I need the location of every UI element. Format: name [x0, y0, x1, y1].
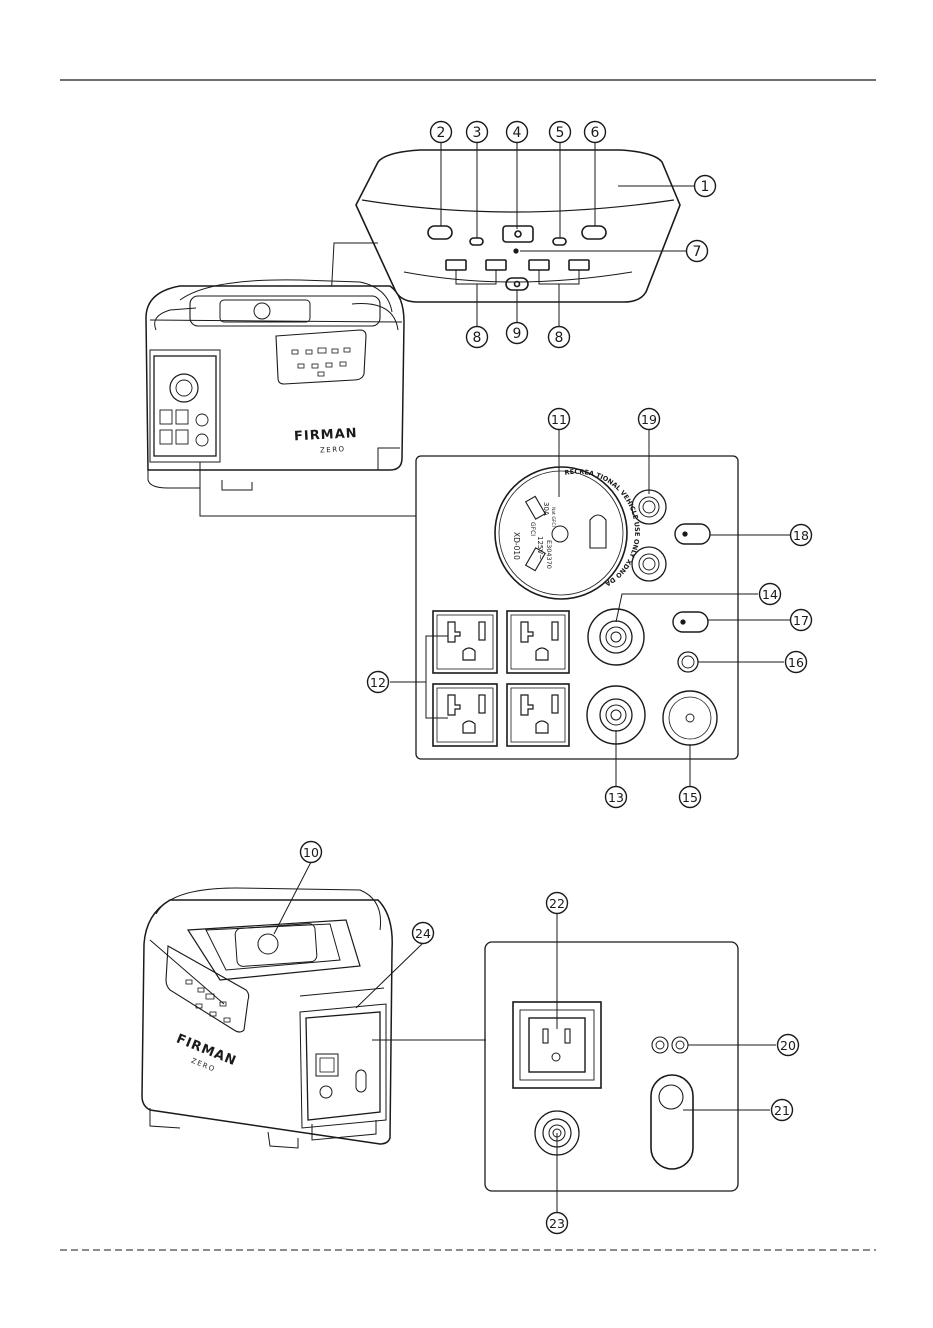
callout-number-20: 20 [780, 1038, 796, 1053]
callout-number-4: 4 [513, 125, 522, 141]
callout-number-12: 12 [370, 675, 386, 690]
callout-number-5: 5 [556, 125, 565, 141]
callout-number-6: 6 [591, 125, 600, 141]
rv-outlet-line1: 30A [542, 502, 550, 516]
dc-outlet-14 [588, 609, 644, 665]
ac-outlet-slots [448, 622, 558, 733]
indicator-5 [553, 238, 566, 245]
callout-number-15: 15 [682, 790, 698, 805]
brand-model-label: ZERO [320, 445, 346, 454]
callout-number-11: 11 [551, 412, 567, 427]
control-panel [356, 150, 680, 302]
callout-number-8: 8 [473, 330, 482, 346]
usb-c-port-9 [506, 278, 528, 290]
port-15 [663, 691, 717, 745]
callout-number-13: 13 [608, 790, 624, 805]
callout-number-2: 2 [437, 125, 446, 141]
switch-21 [651, 1075, 693, 1169]
callout-number-7: 7 [693, 244, 702, 260]
callout-number-23: 23 [549, 1216, 565, 1231]
button-6 [582, 226, 606, 239]
callout-number-17: 17 [793, 613, 809, 628]
rv-outlet-small: Not GFCI [550, 507, 556, 527]
indicator-20a [652, 1037, 668, 1053]
power-button-4 [503, 226, 533, 242]
gfci-button-top [632, 490, 666, 524]
callout-number-8: 8 [555, 330, 564, 346]
button-17 [673, 612, 708, 632]
callout-number-21: 21 [774, 1103, 790, 1118]
generator-unit-back [142, 862, 486, 1148]
callout-number-16: 16 [788, 655, 804, 670]
rv-outlet-text: 30A 125V~ GFCI E304370 XD-010 Not GFCI R… [512, 468, 641, 588]
callout-number-14: 14 [762, 587, 778, 602]
callout-number-1: 1 [701, 179, 710, 195]
indicator-16 [678, 652, 698, 672]
usb-port [529, 260, 549, 270]
rv-outlet-line5: XD-010 [512, 532, 521, 560]
back-panel [485, 912, 776, 1214]
button-2 [428, 226, 452, 239]
rv-outlet-line2: 125V~ [536, 536, 544, 560]
rv-outlet-arc-text: RECREA TIONAL VEHICLE USE ONLY XDNO DA [564, 468, 641, 588]
usb-port [446, 260, 466, 270]
rv-outlet-line3: GFCI [529, 522, 536, 536]
callout-number-9: 9 [513, 326, 522, 342]
usb-port [486, 260, 506, 270]
generator-unit-front [146, 280, 416, 516]
outlet-panel [390, 456, 738, 759]
usb-port [569, 260, 589, 270]
indicator-3 [470, 238, 483, 245]
indicator-20b [672, 1037, 688, 1053]
callout-number-24: 24 [415, 926, 431, 941]
button-18 [675, 524, 710, 544]
callout-number-19: 19 [641, 412, 657, 427]
indicator-7 [514, 249, 518, 253]
callout-number-18: 18 [793, 528, 809, 543]
callout-number-22: 22 [549, 896, 565, 911]
callout-number-3: 3 [473, 125, 482, 141]
rv-outlet-line4: E304370 [545, 540, 553, 569]
callout-number-10: 10 [303, 845, 319, 860]
